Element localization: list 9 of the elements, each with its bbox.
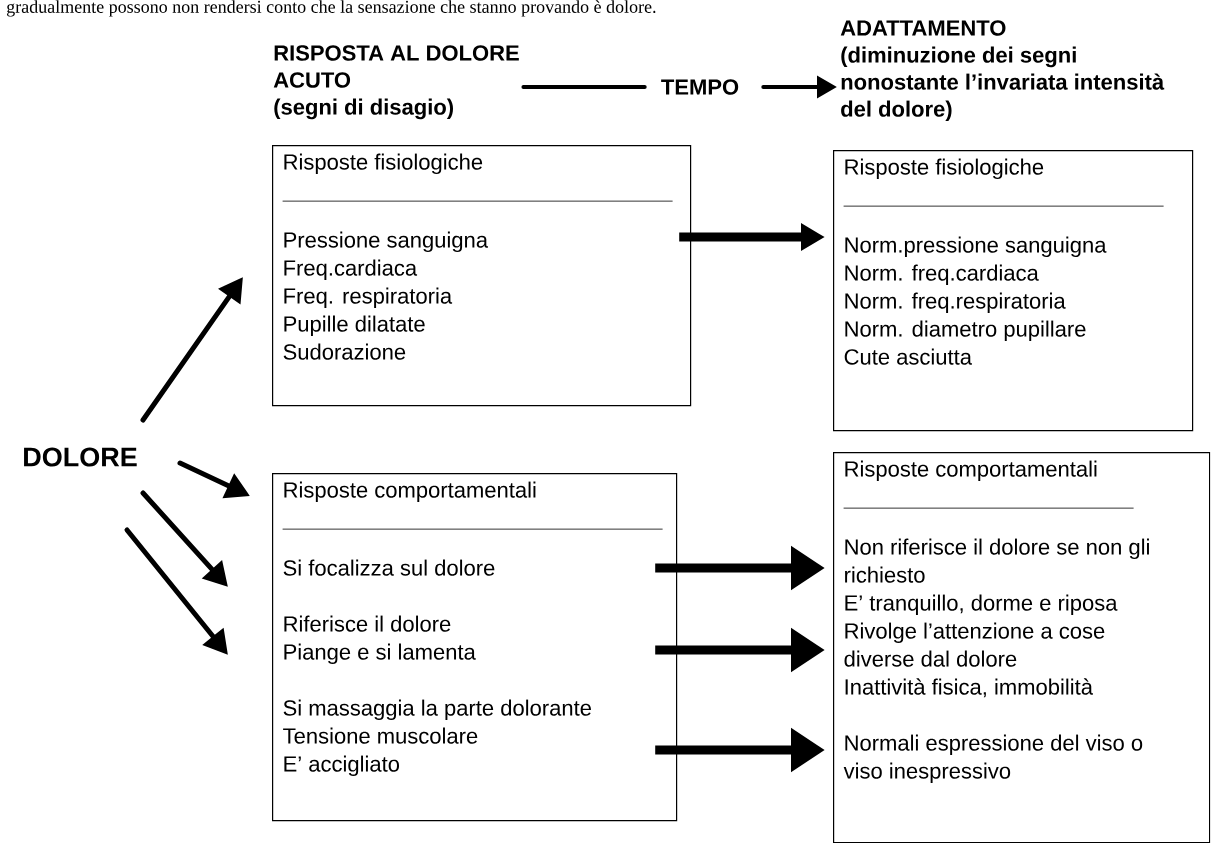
response-box: Risposte fisiologiche Norm.pressione sanguigna Norm. freq.cardiaca Norm. freq.respiratoria Norm. diametro pupillare Cute asciutta	[833, 150, 1194, 432]
response-box: Risposte fisiologiche Pressione sanguigna Freq.cardiaca Freq. respiratoria Pupille dilatate Sudorazione	[272, 145, 692, 407]
note-text: gradualmente possono non rendersi conto che la sensazione che stanno provando è dolore.	[7, 0, 656, 17]
heading: DOLORE	[24, 447, 137, 467]
response-box: Risposte comportamentali Si focalizza sul dolore Riferisce il dolore Piange e si lamenta Si massaggia la parte dolorante Tensione muscolare E’ accigliato	[272, 473, 678, 822]
heading: RISPOSTA AL DOLORE ACUTO (segni di disagio)	[273, 45, 519, 120]
heading: ADATTAMENTO (diminuzione dei segni nonostante l’invariata intensità del dolore)	[840, 20, 1165, 122]
heading: TEMPO	[661, 79, 739, 95]
response-box: Risposte comportamentali Non riferisce il dolore se non gli richiesto E’ tranquillo, dorme e riposa Rivolge l’attenzione a cose diverse dal dolore Inattività fisica, immobilità Normali espressione del viso o viso inespressivo	[833, 452, 1211, 843]
